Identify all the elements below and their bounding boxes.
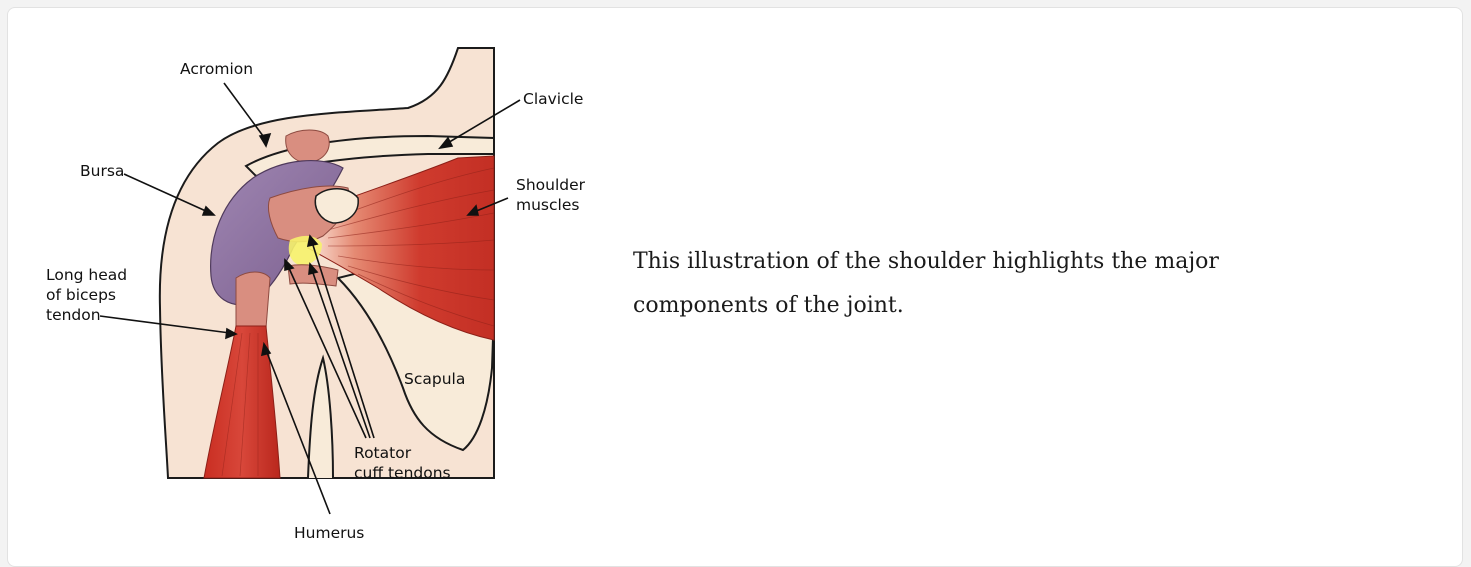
label-clavicle: Clavicle	[523, 90, 583, 108]
label-biceps-line2: of biceps	[46, 286, 116, 304]
label-humerus: Humerus	[294, 524, 364, 542]
label-scapula: Scapula	[404, 370, 465, 388]
label-biceps-line3: tendon	[46, 306, 101, 324]
label-rotator-line2: cuff tendons	[354, 464, 451, 482]
label-bursa: Bursa	[80, 162, 124, 180]
label-shoulder-muscles-line2: muscles	[516, 196, 579, 214]
figure-caption: This illustration of the shoulder highli…	[633, 240, 1333, 328]
content-card: Acromion Clavicle Bursa Shoulder muscles…	[7, 7, 1463, 567]
label-biceps-line1: Long head	[46, 266, 127, 284]
label-shoulder-muscles-line1: Shoulder	[516, 176, 586, 194]
label-acromion: Acromion	[180, 60, 253, 78]
shoulder-anatomy-illustration: Acromion Clavicle Bursa Shoulder muscles…	[30, 36, 610, 551]
label-rotator-line1: Rotator	[354, 444, 412, 462]
biceps-tendon	[236, 272, 270, 328]
